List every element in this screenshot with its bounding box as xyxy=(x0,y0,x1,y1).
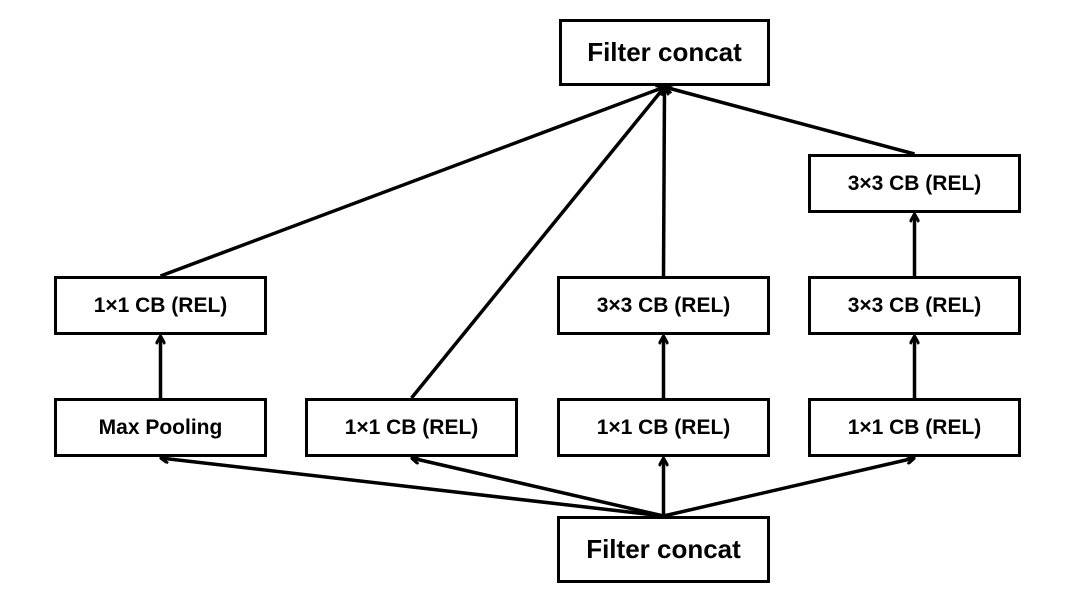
branch4-conv3x3-b-node: 3×3 CB (REL) xyxy=(808,154,1021,213)
top-filter-concat-node: Filter concat xyxy=(559,19,770,86)
edge-arrow-bottom_concat-to-branch2_conv1x1 xyxy=(412,458,664,518)
branch3-conv3x3-node: 3×3 CB (REL) xyxy=(557,276,770,335)
edge-arrow-branch2_conv1x1-to-top_concat xyxy=(410,87,665,400)
edge-arrow-bottom_concat-to-branch4_conv1x1 xyxy=(663,458,915,518)
edge-arrow-branch3_conv3x3-to-top_concat xyxy=(664,87,665,277)
max-pooling-node: Max Pooling xyxy=(54,398,267,457)
bottom-filter-concat-node: Filter concat xyxy=(557,516,770,583)
branch2-conv1x1-node: 1×1 CB (REL) xyxy=(305,398,518,457)
edge-arrow-branch4_conv3x3_b-to-top_concat xyxy=(665,87,915,156)
edge-arrow-branch1_conv1x1-to-top_concat xyxy=(159,87,665,278)
branch1-conv1x1-node: 1×1 CB (REL) xyxy=(54,276,267,335)
branch3-conv1x1-node: 1×1 CB (REL) xyxy=(557,398,770,457)
branch4-conv1x1-node: 1×1 CB (REL) xyxy=(808,398,1021,457)
edge-arrow-bottom_concat-to-max_pooling xyxy=(161,458,664,518)
branch4-conv3x3-a-node: 3×3 CB (REL) xyxy=(808,276,1021,335)
